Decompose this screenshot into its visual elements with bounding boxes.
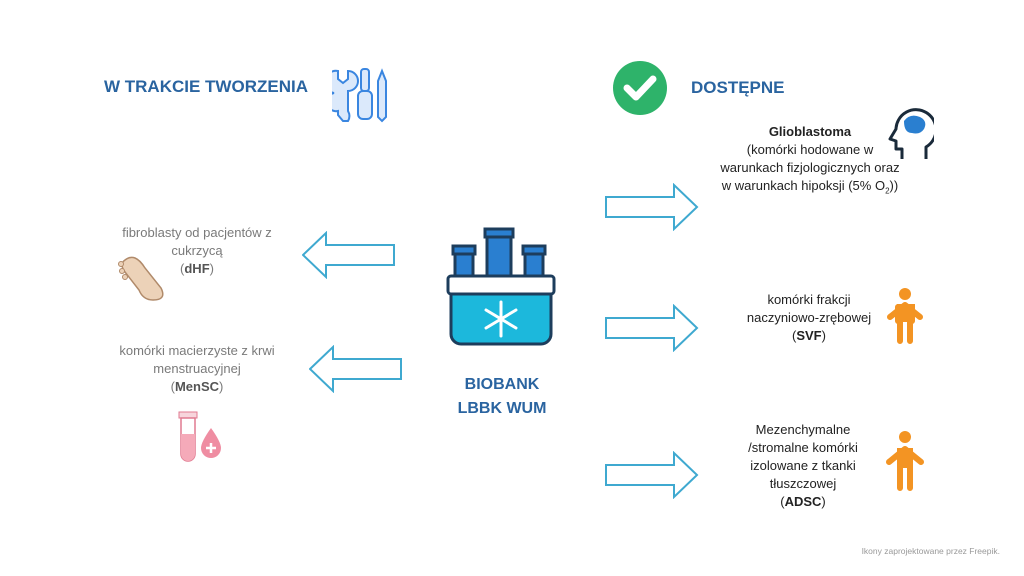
biobank-label: BIOBANK LBBK WUM <box>432 373 572 421</box>
blood-tube-icon <box>178 411 221 462</box>
adsc-line1: Mezenchymalne <box>755 422 851 437</box>
biobank-line1: BIOBANK <box>464 376 540 393</box>
mensc-label: komórki macierzyste z krwi menstruacyjne… <box>97 342 297 396</box>
svf-label: komórki frakcji naczyniowo-zrębowej (SVF… <box>719 291 899 345</box>
adsc-line3: izolowane z tkanki <box>750 458 856 473</box>
adsc-line4: tłuszczowej <box>769 476 837 491</box>
icon-credit: Ikony zaprojektowane przez Freepik. <box>861 546 1000 556</box>
foot-icon <box>118 256 164 301</box>
adsc-label: Mezenchymalne /stromalne komórki izolowa… <box>713 421 893 511</box>
biobank-line2: LBBK WUM <box>457 400 547 417</box>
glioblastoma-title: Glioblastoma <box>768 124 852 139</box>
glioblastoma-line1: (komórki hodowane w <box>746 142 874 157</box>
person-icon-svf <box>887 288 923 344</box>
adsc-abbr: (ADSC) <box>780 494 826 509</box>
dhf-line1: fibroblasty od pacjentów z <box>122 225 272 240</box>
glioblastoma-label: Glioblastoma (komórki hodowane w warunka… <box>700 123 920 201</box>
mensc-line1: komórki macierzyste z krwi <box>119 343 275 358</box>
right-arrow-svf <box>605 304 699 352</box>
left-arrow-mensc <box>309 345 402 393</box>
available-heading: DOSTĘPNE <box>691 78 785 97</box>
svf-line2: naczyniowo-zrębowej <box>746 310 872 325</box>
svf-line1: komórki frakcji <box>767 292 851 307</box>
glioblastoma-line2: warunkach fizjologicznych oraz <box>720 160 900 175</box>
svf-abbr: (SVF) <box>792 328 826 343</box>
tools-icon <box>332 68 387 123</box>
person-icon-adsc <box>886 431 924 491</box>
mensc-abbr: (MenSC) <box>170 379 224 394</box>
mensc-line2: menstruacyjnej <box>153 361 241 376</box>
right-arrow-adsc <box>605 451 699 499</box>
check-circle-icon <box>613 61 667 115</box>
adsc-line2: /stromalne komórki <box>748 440 858 455</box>
biobank-freezer-icon <box>446 227 556 346</box>
dhf-line2: cukrzycą <box>171 243 223 258</box>
dhf-label: fibroblasty od pacjentów z cukrzycą (dHF… <box>97 224 297 278</box>
left-arrow-dhf <box>302 231 395 279</box>
in-progress-heading: W TRAKCIE TWORZENIA <box>104 77 308 96</box>
right-arrow-glioblastoma <box>605 183 699 231</box>
dhf-abbr: (dHF) <box>180 261 214 276</box>
brain-head-icon <box>888 108 934 159</box>
glioblastoma-line3: w warunkach hipoksji (5% O2)) <box>721 178 899 196</box>
